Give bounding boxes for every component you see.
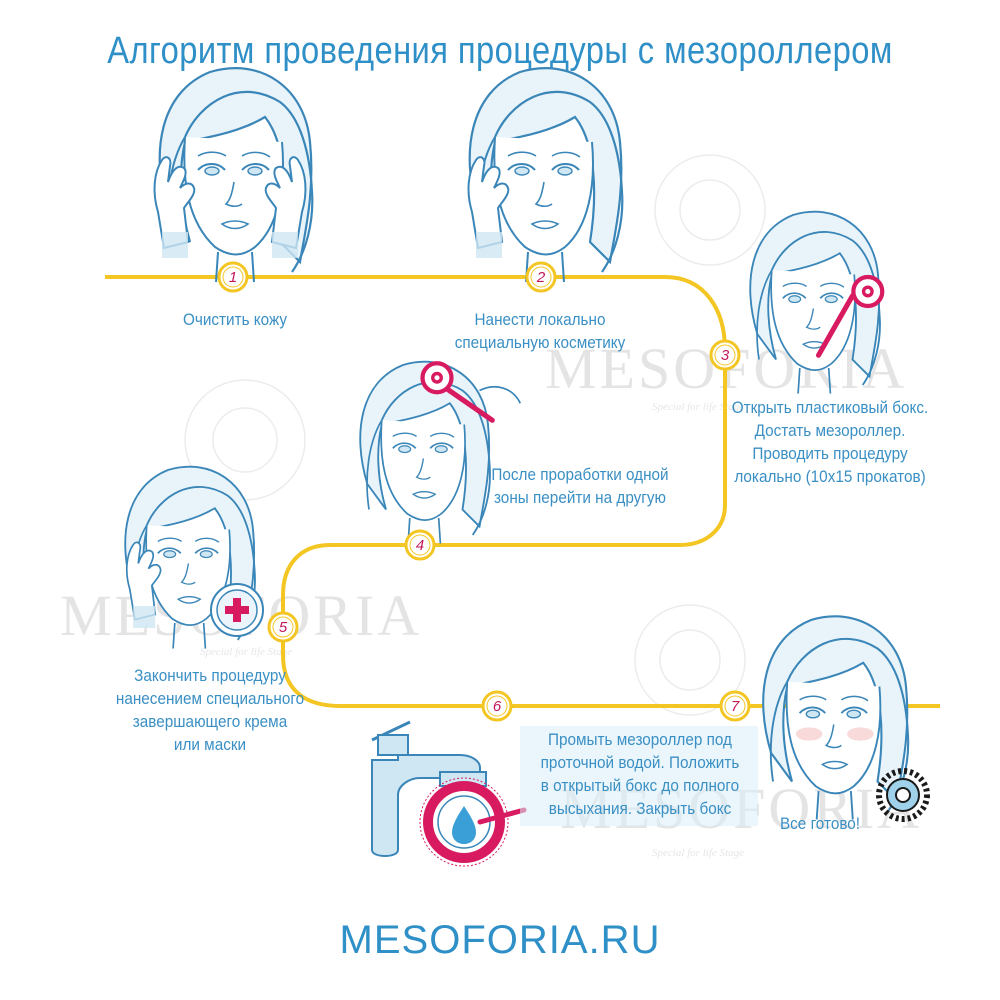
face-step-3-illustration	[749, 210, 882, 395]
caption-line: в открытый бокс до полного	[540, 776, 740, 795]
step-marker-1: 1	[217, 261, 249, 293]
caption-line: Закончить процедуру	[134, 666, 286, 685]
step-marker-5: 5	[267, 611, 299, 643]
caption-line: Промыть мезороллер под	[547, 730, 732, 749]
caption-line: Открыть пластиковый бокс.	[731, 398, 929, 417]
face-step-4-illustration	[359, 360, 522, 545]
faucet-illustration	[371, 720, 487, 857]
caption-6-highlight	[520, 726, 758, 826]
svg-text:Special for life Stage: Special for life Stage	[652, 847, 744, 859]
step-marker-6: 6	[481, 690, 513, 722]
face-step-7-illustration	[762, 615, 910, 821]
step-marker-2: 2	[525, 261, 557, 293]
page-title: Алгоритм проведения процедуры с мезоролл…	[107, 30, 893, 72]
sparkle-icon	[876, 768, 930, 822]
step-6-caption: Промыть мезороллер под проточной водой. П…	[534, 728, 746, 820]
svg-text:Special for life Stage: Special for life Stage	[652, 401, 744, 413]
caption-line: проточной водой. Положить	[540, 753, 740, 772]
step-5-caption: Закончить процедуру нанесением специально…	[111, 664, 309, 756]
caption-line: Все готово!	[779, 814, 861, 833]
caption-line: Очистить кожу	[182, 310, 288, 329]
step-number: 5	[279, 619, 288, 636]
face-step-1-illustration	[153, 67, 314, 284]
caption-line: или маски	[173, 735, 247, 754]
step-number: 3	[721, 347, 730, 364]
cream-jar-icon	[210, 583, 264, 637]
caption-line: специальную косметику	[454, 333, 626, 352]
caption-line: Нанести локально	[474, 310, 606, 329]
step-3-caption: Открыть пластиковый бокс. Достать мезорол…	[731, 396, 929, 488]
step-1-caption: Очистить кожу	[145, 308, 325, 331]
step-marker-7: 7	[719, 690, 751, 722]
caption-line: Достать мезороллер.	[754, 421, 906, 440]
caption-line: нанесением специального	[115, 689, 305, 708]
step-number: 1	[229, 269, 237, 286]
step-number: 2	[536, 269, 546, 286]
step-number: 6	[493, 698, 502, 715]
svg-text:Special for life Stage: Special for life Stage	[200, 646, 292, 658]
face-step-2-illustration	[467, 67, 624, 284]
caption-line: завершающего крема	[132, 712, 288, 731]
step-7-caption: Все готово!	[771, 812, 870, 835]
water-drop-roller-icon	[419, 777, 527, 867]
caption-line: Проводить процедуру	[752, 444, 908, 463]
step-marker-4: 4	[404, 529, 436, 561]
caption-line: высыхания. Закрыть бокс	[548, 799, 732, 818]
caption-line: После проработки одной	[491, 465, 669, 484]
step-markers: 1 2 3 4 5 6 7	[217, 261, 751, 722]
caption-line: локально (10х15 прокатов)	[734, 467, 926, 486]
step-number: 7	[731, 698, 740, 715]
step-2-caption: Нанести локально специальную косметику	[441, 308, 639, 354]
step-marker-3: 3	[709, 339, 741, 371]
caption-line: зоны перейти на другую	[493, 488, 667, 507]
step-4-caption: После проработки одной зоны перейти на др…	[481, 463, 679, 509]
timeline-path	[105, 275, 940, 708]
footer-site-link[interactable]: MESOFORIA.RU	[339, 918, 661, 962]
step-number: 4	[416, 537, 424, 554]
